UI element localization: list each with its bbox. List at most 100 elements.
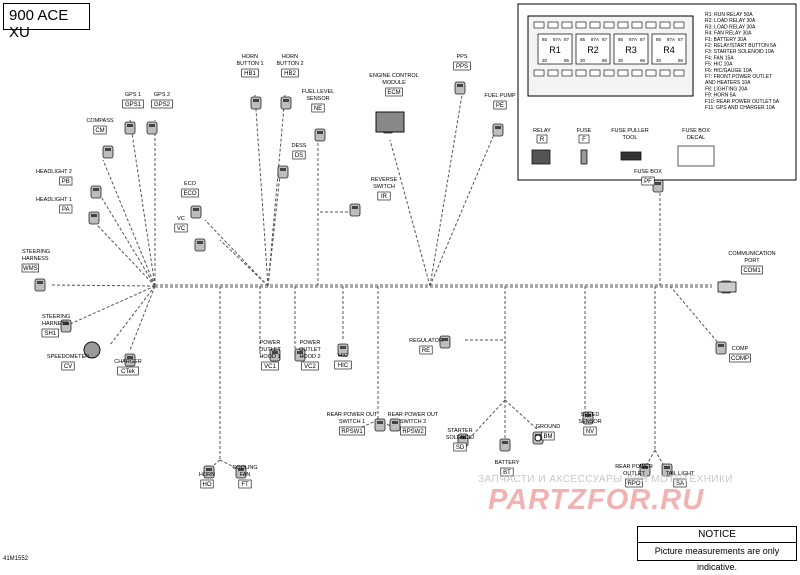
connector-vc-label: VC — [177, 216, 185, 222]
connector-wms-code: WMS — [23, 266, 38, 272]
connector-pa-code-box — [59, 204, 73, 214]
fuse-legend-line-8: F4: FAN 15A — [705, 55, 734, 61]
connector-pe-body — [492, 123, 504, 137]
connector-pb-pins — [93, 188, 99, 191]
ecm-module-body — [375, 111, 405, 133]
fuse-legend-line-9: F5: HIC 10A — [705, 62, 733, 68]
fuse-legend-line-7: F3: STARTER SOLENOID 10A — [705, 49, 775, 55]
connector-re-pins — [442, 338, 448, 341]
connector-ctek-code: CTek — [121, 369, 136, 375]
fuse-legend-line-1: R1: RUN RELAY 50A — [705, 12, 753, 18]
relay-r1-pin-bottom-86: 86 — [564, 58, 570, 63]
connector-rpsw2-body — [389, 418, 401, 432]
connector-eco-body — [190, 205, 202, 219]
connector-rpsw1-code-box — [339, 426, 365, 436]
relay-r4-pin-87: 87 — [678, 37, 684, 42]
connector-vc-pins — [197, 241, 203, 244]
connector-hic-pins — [340, 346, 346, 349]
fuse-box-decal-shape — [677, 145, 715, 167]
relay-r2-outline — [575, 33, 611, 65]
fuse-slot-bottom-4 — [575, 69, 587, 77]
connector-cm-pins — [105, 148, 111, 151]
connector-hb2-pins — [283, 99, 289, 102]
connector-ctek-code-box — [117, 366, 139, 376]
branch-wire-5 — [96, 224, 156, 287]
relay-r1-outline — [537, 33, 573, 65]
connector-comp-label: COMP — [732, 346, 749, 352]
fuse-slot-bottom-2 — [547, 69, 559, 77]
connector-re-code-box — [419, 345, 433, 355]
connector-bm-code: BM — [544, 434, 553, 440]
branch-wire-7 — [67, 285, 156, 326]
connector-pe-label: FUEL PUMP — [484, 93, 516, 99]
branch-wire-24 — [207, 459, 221, 471]
notice-box: NOTICE Picture measurements are only ind… — [637, 526, 797, 572]
fuse-slot-bottom-1 — [533, 69, 545, 77]
fuse-legend-line-4: R4: FAN RELAY 30A — [705, 31, 752, 37]
connector-cm-body — [102, 145, 114, 159]
connector-gps2-body — [146, 121, 158, 135]
connector-rpsw1-body — [374, 418, 386, 432]
fuse-puller-shape — [620, 151, 642, 161]
fuse-slot-bottom-9 — [645, 69, 657, 77]
relay-r2-label: R2 — [587, 45, 599, 55]
connector-cm-code-box — [93, 125, 107, 135]
branch-wire-12 — [219, 239, 269, 287]
connector-bt-code: BT — [503, 470, 511, 476]
connector-sd-code: SD — [456, 445, 465, 451]
connector-ctek-pins — [127, 356, 133, 359]
branch-wire-31 — [467, 399, 506, 441]
connector-vc1-pins — [272, 351, 278, 354]
fuse-part-shape — [580, 149, 588, 165]
connector-sh1-code: SH1 — [44, 331, 56, 337]
relay-r4-pin-87a: 87A — [667, 37, 675, 42]
connector-sa-label: TAIL LIGHT — [666, 471, 695, 477]
connector-eco-code: ECO — [183, 191, 196, 197]
relay-part-shape — [531, 149, 551, 165]
fuse-legend-line-10: F6: HIC/GAUGE 10A — [705, 68, 753, 74]
connector-vc2-code-box — [301, 361, 319, 371]
connector-ft-code: FT — [241, 482, 249, 488]
connector-eco-pins — [193, 208, 199, 211]
connector-sd-pins — [460, 436, 466, 439]
connector-bt-code-box — [500, 467, 514, 477]
connector-shapes — [34, 81, 737, 479]
connector-vc1-code-box — [261, 361, 279, 371]
connector-gps1-label: GPS 1 — [125, 92, 141, 98]
connector-gps2-code: GPS2 — [154, 102, 171, 108]
com-port-body — [717, 281, 737, 293]
connector-vc2-code: VC2 — [304, 364, 316, 370]
relay-r1-pin-87: 87 — [564, 37, 570, 42]
connector-comp-body — [715, 341, 727, 355]
connector-rpsw2-code: RPSW2 — [402, 429, 424, 435]
relay-r4-label: R4 — [663, 45, 675, 55]
relay-r3-pin-85: 85 — [618, 37, 624, 42]
connector-ds-code-box — [292, 150, 306, 160]
fuse-slot-top-3 — [561, 21, 573, 29]
connector-ho-label: HORN — [199, 472, 215, 478]
connector-pps-pins — [457, 84, 463, 87]
connector-ne-body — [314, 128, 326, 142]
notice-heading: NOTICE — [638, 527, 796, 543]
branch-wire-1 — [129, 119, 156, 287]
connector-pf-pins — [655, 182, 661, 185]
relay-r3-pin-87a: 87A — [629, 37, 637, 42]
connector-rpsw2-pins — [392, 421, 398, 424]
fuse-slot-bottom-3 — [561, 69, 573, 77]
connector-pe-pins — [495, 126, 501, 129]
connector-bt-label: BATTERY — [495, 460, 520, 466]
connector-ho-pins — [206, 468, 212, 471]
branch-wire-33 — [504, 399, 539, 431]
connector-vc-body — [194, 238, 206, 252]
connector-eco-code-box — [181, 188, 199, 198]
watermark-line-1: ЗАПЧАСТИ И АКСЕССУАРЫ ДЛЯ МОТОТЕХНИКИ — [478, 474, 734, 485]
connector-vc-code: VC — [177, 226, 186, 232]
connector-gps1-code: GPS1 — [125, 102, 142, 108]
fuse-slot-bottom-6 — [603, 69, 615, 77]
branch-wire-3 — [102, 159, 156, 287]
